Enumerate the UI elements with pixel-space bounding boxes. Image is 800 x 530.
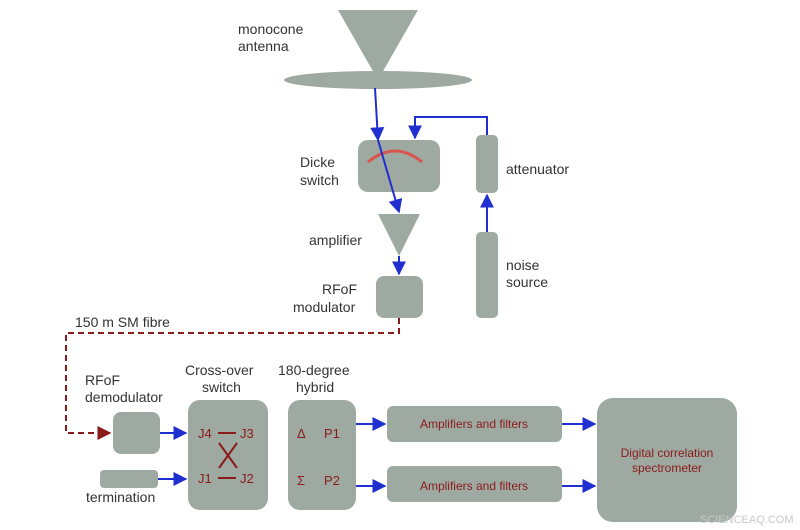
port-j1: J1 xyxy=(198,471,212,486)
modulator-label-2: modulator xyxy=(293,299,356,315)
port-p2: P2 xyxy=(324,473,340,488)
hybrid-block xyxy=(288,400,356,510)
sm-fibre-line xyxy=(65,318,400,440)
amp-filters-top-block xyxy=(387,406,562,442)
demodulator-label-2: demodulator xyxy=(85,389,163,405)
hybrid-label-1: 180-degree xyxy=(278,362,350,378)
dicke-switch-block xyxy=(358,140,440,192)
antenna-label-2: antenna xyxy=(238,38,289,54)
amp-filters-top-label: Amplifiers and filters xyxy=(420,417,528,431)
amplifier-label: amplifier xyxy=(309,232,362,248)
signal-wires xyxy=(158,87,597,493)
port-j2: J2 xyxy=(240,471,254,486)
dicke-switch-arc xyxy=(367,149,423,164)
watermark: SCIENCEAQ.COM xyxy=(700,514,794,526)
antenna-label-1: monocone xyxy=(238,21,304,37)
amp-filters-bottom-label: Amplifiers and filters xyxy=(420,479,528,493)
spectrometer-label-1: Digital correlation xyxy=(621,446,714,460)
noise-source-block xyxy=(476,232,498,318)
crossover-label-1: Cross-over xyxy=(185,362,254,378)
hybrid-label-2: hybrid xyxy=(296,379,334,395)
spectrometer-block xyxy=(597,398,737,522)
attenuator-block xyxy=(476,135,498,193)
dicke-label-2: switch xyxy=(300,172,339,188)
termination-block xyxy=(100,470,158,488)
demodulator-label-1: RFoF xyxy=(85,372,120,388)
port-j3: J3 xyxy=(240,426,254,441)
rfof-modulator-block xyxy=(376,276,423,318)
noise-label-2: source xyxy=(506,274,548,290)
port-sigma: Σ xyxy=(297,473,305,488)
port-j4: J4 xyxy=(198,426,212,441)
noise-label-1: noise xyxy=(506,257,540,273)
amplifier-triangle xyxy=(378,214,420,256)
fibre-label: 150 m SM fibre xyxy=(75,314,170,330)
amp-filters-bottom-block xyxy=(387,466,562,502)
modulator-label-1: RFoF xyxy=(322,281,357,297)
crossover-label-2: switch xyxy=(202,379,241,395)
attenuator-label: attenuator xyxy=(506,161,569,177)
spectrometer-label-2: spectrometer xyxy=(632,461,702,475)
port-delta: Δ xyxy=(297,426,306,441)
dicke-label-1: Dicke xyxy=(300,154,335,170)
termination-label: termination xyxy=(86,489,155,505)
rfof-demodulator-block xyxy=(113,412,160,454)
monocone-antenna xyxy=(284,10,472,89)
cross-over-lines xyxy=(218,432,238,479)
port-p1: P1 xyxy=(324,426,340,441)
